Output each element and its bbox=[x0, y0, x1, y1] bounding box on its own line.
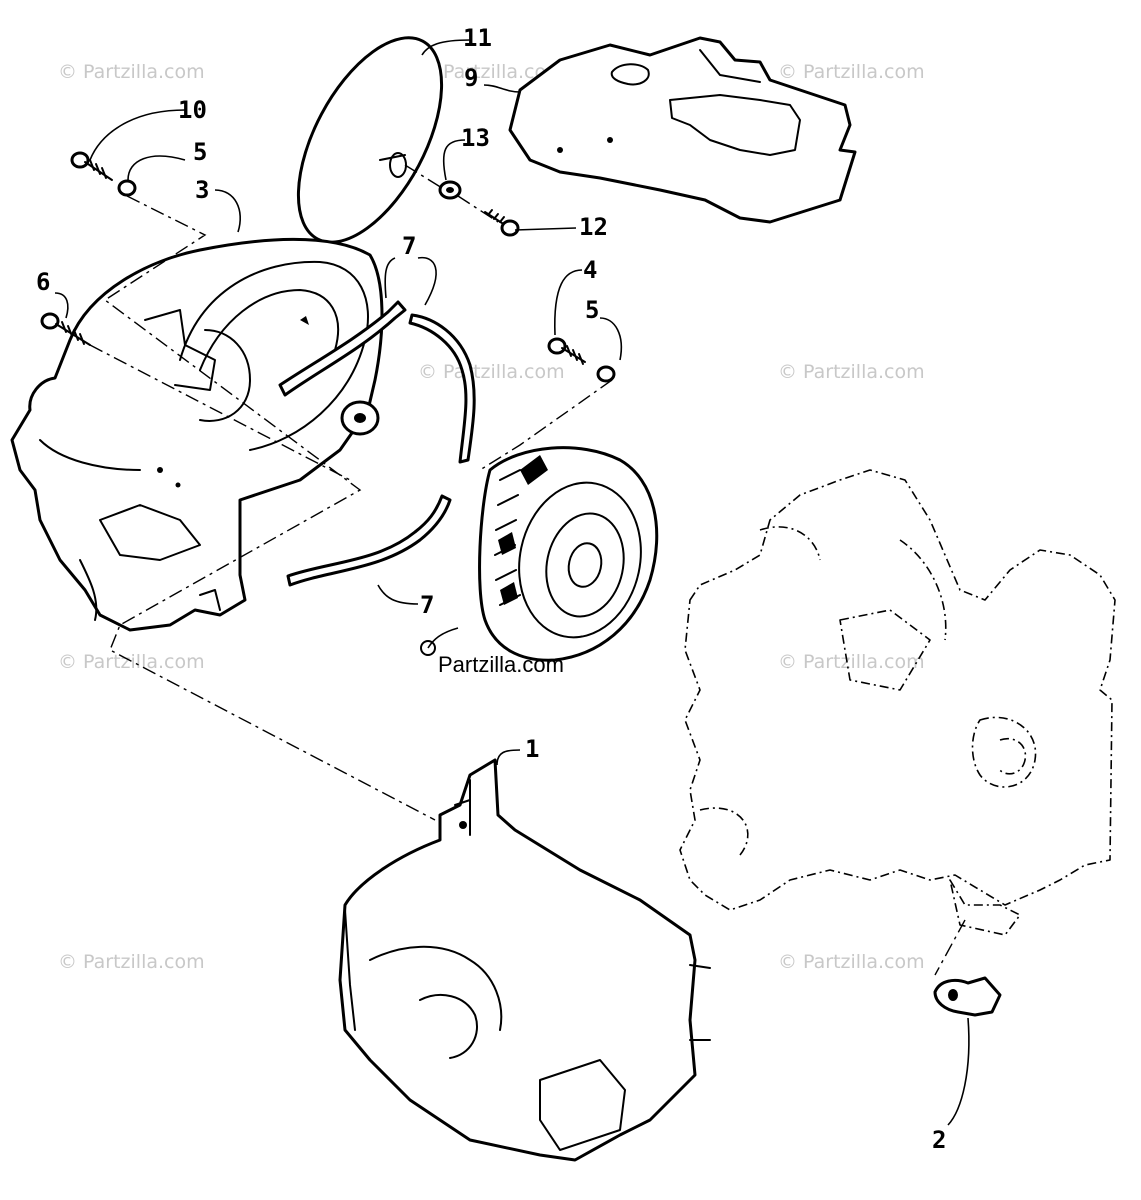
leader-lines bbox=[54, 39, 970, 1126]
watermark: © Partzilla.com bbox=[778, 651, 925, 673]
watermark: © Partzilla.com bbox=[58, 951, 205, 973]
callout-11: 11 bbox=[463, 24, 492, 52]
watermark: © Partzilla.com bbox=[58, 61, 205, 83]
callout-10: 10 bbox=[178, 96, 207, 124]
callout-labels: 1 2 3 4 5 5 6 7 7 9 10 11 12 13 bbox=[36, 24, 946, 1154]
part-6-bolt bbox=[40, 312, 91, 346]
part-1-shroud bbox=[338, 758, 711, 1162]
part-4-bolt bbox=[547, 337, 586, 365]
callout-4: 4 bbox=[583, 256, 597, 284]
part-8-flywheel bbox=[478, 446, 659, 662]
part-7-hose-upper bbox=[278, 300, 476, 464]
callout-7-lower: 7 bbox=[420, 591, 434, 619]
part-5-washer-right bbox=[596, 365, 616, 383]
part-12-screw bbox=[484, 209, 520, 237]
watermark: © Partzilla.com bbox=[418, 361, 565, 383]
callout-7-upper: 7 bbox=[402, 232, 416, 260]
part-9-heat-shield bbox=[508, 36, 857, 224]
main-watermark: Partzilla.com bbox=[420, 640, 564, 677]
callout-12: 12 bbox=[579, 213, 608, 241]
callout-13: 13 bbox=[461, 124, 490, 152]
callout-5-left: 5 bbox=[193, 138, 207, 166]
callout-9: 9 bbox=[464, 64, 478, 92]
watermark-main: Partzilla.com bbox=[438, 652, 564, 677]
engine-block-ghost bbox=[679, 469, 1116, 936]
watermark: © Partzilla.com bbox=[418, 61, 565, 83]
watermark: © Partzilla.com bbox=[778, 361, 925, 383]
part-11-disc bbox=[296, 36, 444, 244]
callout-1: 1 bbox=[525, 735, 539, 763]
watermark: © Partzilla.com bbox=[778, 951, 925, 973]
part-2-clip bbox=[933, 976, 1002, 1017]
callout-2: 2 bbox=[932, 1126, 946, 1154]
part-7-hose-lower bbox=[286, 494, 452, 587]
callout-5-right: 5 bbox=[585, 296, 599, 324]
callout-3: 3 bbox=[195, 176, 209, 204]
callout-6: 6 bbox=[36, 268, 50, 296]
part-10-bolt bbox=[70, 151, 113, 181]
watermark: © Partzilla.com bbox=[778, 61, 925, 83]
part-13-washer bbox=[438, 180, 462, 200]
alignment-lines bbox=[89, 164, 966, 976]
watermark: © Partzilla.com bbox=[58, 651, 205, 673]
part-8-marker bbox=[420, 640, 436, 656]
part-5-washer-left bbox=[117, 179, 137, 197]
